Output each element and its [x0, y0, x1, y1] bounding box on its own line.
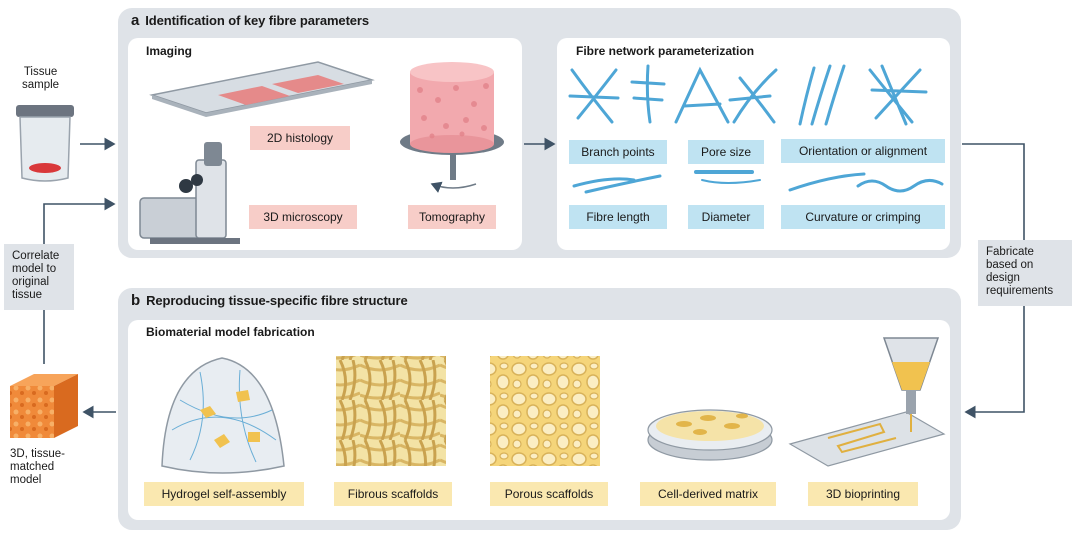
- correlate-line-4: tissue: [12, 289, 43, 301]
- label-tomography: Tomography: [408, 205, 496, 229]
- label-porous-scaffolds: Porous scaffolds: [490, 482, 608, 506]
- label-3d-bioprinting: 3D bioprinting: [808, 482, 918, 506]
- label-branch-points: Branch points: [569, 140, 667, 164]
- correlate-line-1: Correlate: [12, 250, 60, 262]
- imaging-title: Imaging: [146, 44, 193, 58]
- correlate-box: Correlate model to original tissue: [4, 244, 74, 310]
- label-diameter: Diameter: [688, 205, 764, 229]
- label-2d-histology: 2D histology: [250, 126, 350, 150]
- tomography-sample: [400, 62, 504, 193]
- model-label: 3D, tissue- matched model: [10, 448, 65, 487]
- correlate-line-3: original: [12, 276, 50, 288]
- panel-b-letter: b: [131, 292, 141, 309]
- label-pore-size: Pore size: [688, 140, 764, 164]
- fabricate-line-3: design: [986, 272, 1020, 284]
- tissue-sample-label: Tissue sample: [22, 66, 59, 92]
- tissue-sample-line-1: Tissue: [23, 66, 58, 78]
- panel-a-title: a Identification of key fibre parameters: [131, 12, 369, 29]
- fabricate-line-2: based on: [986, 259, 1034, 271]
- petri-dish: [647, 409, 773, 461]
- label-curvature: Curvature or crimping: [781, 205, 945, 229]
- tissue-sample-jar: [16, 105, 74, 182]
- label-orientation: Orientation or alignment: [781, 139, 945, 163]
- label-cell-derived-matrix: Cell-derived matrix: [640, 482, 776, 506]
- tissue-sample-line-2: sample: [22, 79, 60, 91]
- fabricate-line-4: requirements: [986, 285, 1054, 297]
- model-line-2: matched: [10, 461, 55, 473]
- hydrogel-dome: [161, 357, 285, 474]
- label-hydrogel: Hydrogel self-assembly: [144, 482, 304, 506]
- porous-scaffold-image: [490, 356, 600, 466]
- tissue-matched-cube: [10, 374, 78, 438]
- fibre-network-illustrations: [568, 64, 944, 194]
- panel-b-title-text: Reproducing tissue-specific fibre struct…: [146, 293, 408, 308]
- parameterization-title: Fibre network parameterization: [576, 44, 755, 58]
- fabricate-box: Fabricate based on design requirements: [978, 240, 1072, 306]
- fibrous-scaffold-image: [336, 356, 446, 466]
- histology-slide: [149, 61, 375, 117]
- panel-b-title: b Reproducing tissue-specific fibre struc…: [131, 292, 408, 309]
- label-fibrous-scaffolds: Fibrous scaffolds: [334, 482, 452, 506]
- panel-a-letter: a: [131, 12, 140, 29]
- model-line-1: 3D, tissue-: [10, 448, 65, 460]
- model-line-3: model: [10, 474, 42, 486]
- microscope: [139, 142, 240, 244]
- correlate-line-2: model to: [12, 263, 57, 275]
- label-fibre-length: Fibre length: [569, 205, 667, 229]
- bioprinter: [788, 337, 946, 467]
- fabrication-title: Biomaterial model fabrication: [146, 325, 315, 339]
- panel-a-title-text: Identification of key fibre parameters: [145, 13, 370, 28]
- fabricate-line-1: Fabricate: [986, 246, 1034, 258]
- label-3d-microscopy: 3D microscopy: [249, 205, 357, 229]
